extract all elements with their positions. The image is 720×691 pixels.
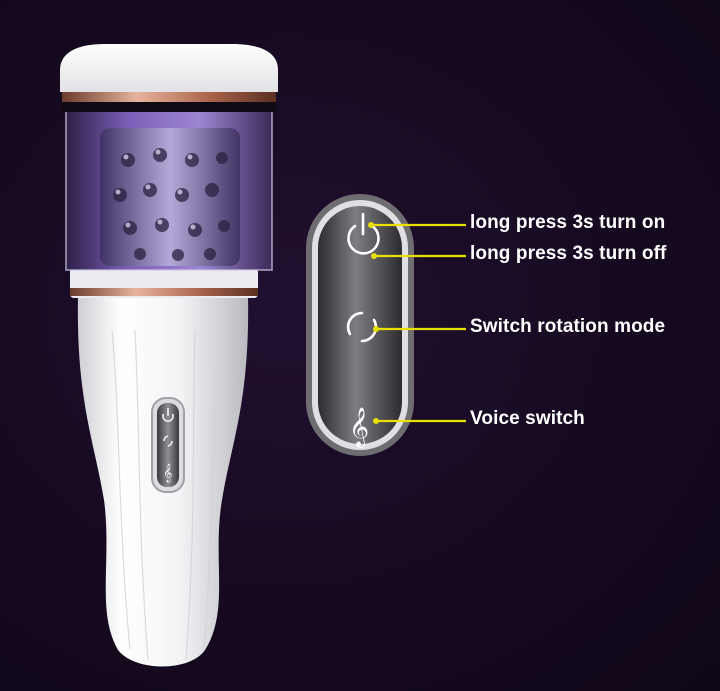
device-clef-icon: 𝄞	[163, 463, 172, 483]
leader-dot-voice	[373, 418, 379, 424]
control-panel: 𝄞	[306, 194, 414, 456]
device: 𝄞	[60, 44, 278, 667]
circle-arrows-icon[interactable]	[346, 311, 378, 343]
device-rotation-icon	[163, 435, 173, 447]
callout-voice-switch: Voice switch	[470, 408, 585, 429]
lower-ring	[70, 288, 258, 296]
leader-dot-rotation	[373, 326, 379, 332]
callout-rotation-mode: Switch rotation mode	[470, 316, 666, 337]
leader-lines	[371, 223, 466, 423]
leader-dot-on	[368, 222, 374, 228]
treble-clef-icon[interactable]: 𝄞	[349, 407, 369, 448]
leader-dot-off	[371, 253, 377, 259]
callout-power-on: long press 3s turn on	[470, 212, 666, 233]
power-icon[interactable]	[347, 212, 380, 255]
callout-power-off: long press 3s turn off	[470, 243, 667, 264]
device-cap	[60, 44, 278, 92]
upper-ring	[62, 92, 276, 102]
device-power-icon	[162, 408, 174, 422]
